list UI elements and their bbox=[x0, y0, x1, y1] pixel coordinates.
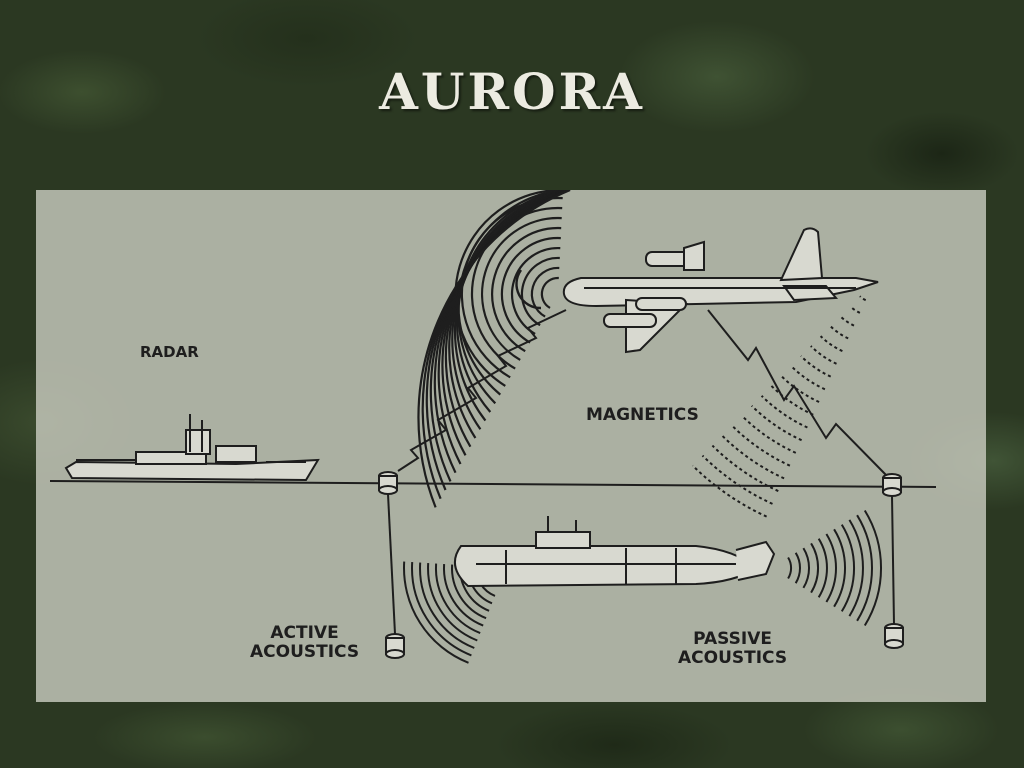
passive-acoustic-arc bbox=[848, 519, 864, 617]
aircraft-icon bbox=[562, 227, 879, 354]
sonobuoy-icon bbox=[378, 471, 405, 659]
diagram-panel: RADAR MAGNETICS ACTIVE ACOUSTICS PASSIVE… bbox=[36, 190, 986, 702]
slide-title: AURORA bbox=[379, 62, 645, 121]
radar-arc bbox=[491, 226, 562, 353]
radar-arc bbox=[470, 206, 563, 370]
radar-arc bbox=[417, 190, 571, 508]
datalink-zigzag-right bbox=[707, 309, 889, 478]
active-acoustic-arc bbox=[427, 563, 478, 642]
magnetic-arc bbox=[819, 335, 843, 353]
magnetic-arc bbox=[711, 444, 779, 493]
magnetic-arc bbox=[859, 295, 867, 302]
radar-beam bbox=[515, 269, 542, 310]
sensor-diagram bbox=[49, 190, 937, 664]
passive-acoustic-arc bbox=[863, 509, 883, 627]
radar-arc bbox=[480, 216, 562, 361]
ship-icon bbox=[64, 414, 320, 482]
radar-arc bbox=[520, 256, 560, 327]
active-acoustics-label: ACTIVE ACOUSTICS bbox=[250, 623, 360, 663]
magnetic-arc bbox=[780, 375, 820, 403]
magnetic-arc bbox=[800, 355, 832, 378]
magnetic-arc bbox=[849, 305, 861, 314]
radar-arc bbox=[540, 276, 559, 309]
magnetic-arc bbox=[731, 424, 791, 467]
passive-acoustic-arc bbox=[810, 542, 820, 594]
passive-acoustic-arc bbox=[833, 528, 847, 608]
passive-acoustics-label: PASSIVE ACOUSTICS bbox=[678, 629, 788, 669]
magnetic-arc bbox=[701, 454, 773, 505]
passive-acoustic-arc bbox=[825, 533, 837, 603]
active-acoustic-arc bbox=[403, 561, 469, 664]
magnetic-arcs bbox=[691, 295, 867, 518]
magnetic-arc bbox=[810, 345, 837, 365]
sea-surface-line bbox=[49, 480, 937, 488]
radar-arc bbox=[457, 190, 564, 396]
passive-acoustic-arc bbox=[787, 556, 793, 580]
radar-arcs bbox=[417, 190, 571, 508]
active-acoustic-arc bbox=[419, 562, 475, 649]
passive-acoustic-arc bbox=[802, 547, 810, 589]
magnetic-arc bbox=[691, 464, 768, 518]
magnetic-arc bbox=[829, 325, 849, 340]
magnetic-arc bbox=[750, 405, 803, 442]
magnetics-label: MAGNETICS bbox=[586, 405, 699, 425]
submarine-icon bbox=[453, 516, 776, 588]
radar-arc bbox=[530, 266, 560, 318]
passive-acoustic-arcs bbox=[787, 509, 883, 627]
passive-acoustic-arc bbox=[840, 524, 855, 612]
active-acoustic-arc bbox=[443, 564, 484, 627]
magnetic-arc bbox=[839, 315, 855, 327]
active-acoustic-arc bbox=[451, 564, 487, 620]
active-acoustic-arc bbox=[435, 563, 481, 635]
passive-acoustic-arc bbox=[794, 552, 802, 584]
passive-acoustic-arc bbox=[856, 514, 873, 622]
magnetic-arc bbox=[741, 415, 797, 454]
magnetic-arc bbox=[790, 365, 826, 391]
datalink-zigzag-left bbox=[397, 309, 567, 472]
radar-arc bbox=[454, 190, 564, 387]
radar-arc bbox=[500, 236, 561, 344]
magnetic-arc bbox=[721, 434, 785, 480]
radar-label: RADAR bbox=[140, 343, 199, 361]
sonobuoy-icon bbox=[882, 473, 904, 649]
active-acoustic-arc bbox=[411, 562, 472, 657]
passive-acoustic-arc bbox=[817, 538, 828, 598]
radar-arc bbox=[511, 246, 561, 335]
